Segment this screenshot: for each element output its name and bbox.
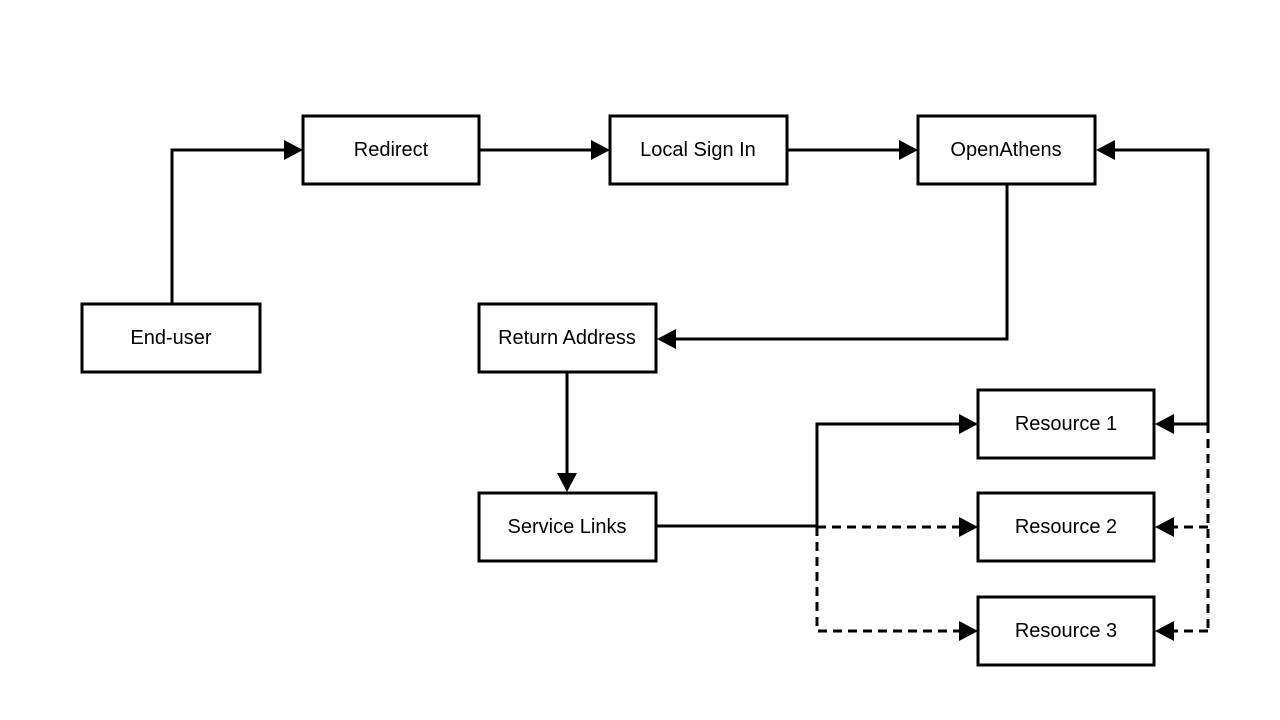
edge-openathens-to-return-address: [675, 184, 1009, 341]
arrowhead-resource-2-left: [959, 517, 978, 537]
arrowhead-redirect: [284, 140, 303, 160]
node-local-sign-in: Local Sign In: [608, 114, 789, 186]
edge-service-links-to-resource-1: [657, 422, 960, 528]
node-openathens: OpenAthens: [916, 114, 1097, 186]
arrowhead-return-address: [657, 329, 676, 349]
arrowhead-local-sign-in: [591, 140, 610, 160]
node-return-address: Return Address: [477, 302, 658, 374]
arrowhead-resource-3-left: [959, 621, 978, 641]
node-resource-3: Resource 3: [976, 595, 1156, 667]
node-resource-1: Resource 1: [976, 388, 1156, 460]
arrowhead-resource-1-right: [1155, 414, 1174, 434]
edge-end-user-to-redirect: [170, 148, 285, 303]
node-local-sign-in-label: Local Sign In: [640, 139, 756, 161]
node-end-user: End-user: [80, 302, 262, 374]
arrowhead-openathens-right: [1096, 140, 1115, 160]
node-resource-2: Resource 2: [976, 491, 1156, 563]
node-service-links: Service Links: [477, 491, 658, 563]
node-redirect-label: Redirect: [354, 139, 429, 161]
connectors: [170, 140, 1210, 641]
node-service-links-label: Service Links: [508, 516, 627, 538]
node-end-user-label: End-user: [130, 327, 211, 349]
edge-service-links-to-resource-3: [815, 527, 960, 633]
arrowhead-resource-2-right: [1155, 517, 1174, 537]
node-resource-2-label: Resource 2: [1015, 516, 1117, 538]
arrowhead-resource-1-left: [959, 414, 978, 434]
node-resource-3-label: Resource 3: [1015, 620, 1117, 642]
node-openathens-label: OpenAthens: [950, 139, 1061, 161]
arrowhead-openathens-left: [899, 140, 918, 160]
node-return-address-label: Return Address: [498, 327, 636, 349]
edge-resources-to-openathens: [1114, 148, 1210, 424]
arrowhead-resource-3-right: [1155, 621, 1174, 641]
node-redirect: Redirect: [301, 114, 481, 186]
node-resource-1-label: Resource 1: [1015, 413, 1117, 435]
arrowhead-service-links: [557, 473, 577, 492]
